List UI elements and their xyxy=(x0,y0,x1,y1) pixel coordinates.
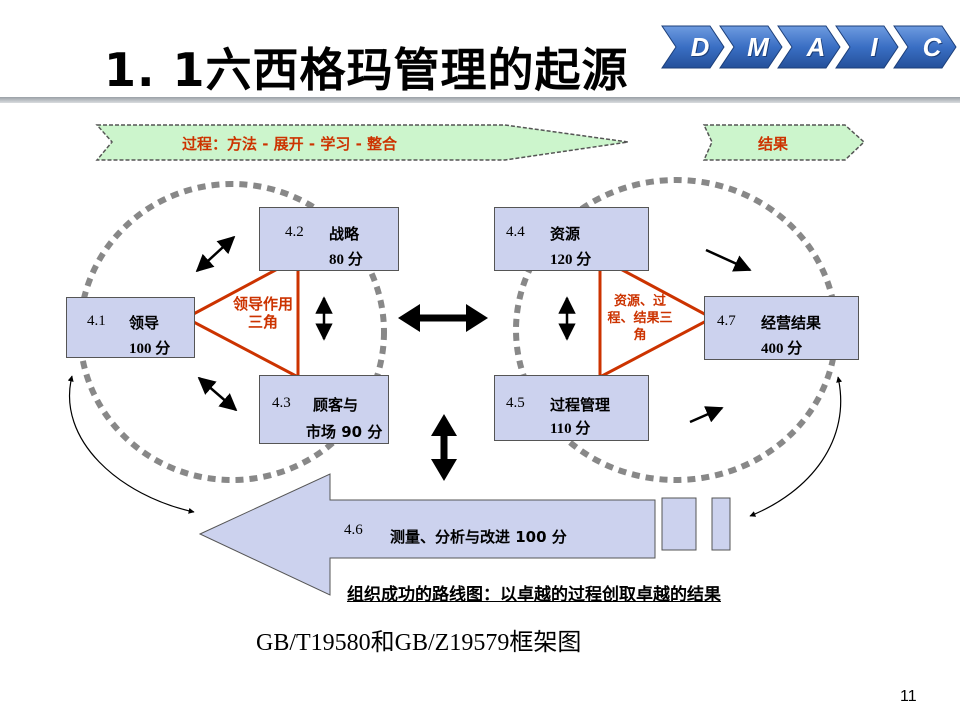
resources-label: 资源 xyxy=(550,225,581,243)
chevron-a xyxy=(777,25,841,69)
measurement-label: 测量、分析与改进 100 分 xyxy=(390,528,567,546)
strategy-score: 80 分 xyxy=(329,252,363,268)
chevron-d xyxy=(661,25,725,69)
small-box-1 xyxy=(661,497,697,551)
customer-label-line2: 市场 90 分 xyxy=(306,423,383,441)
results-triangle-label: 资源、过程、结果三角 xyxy=(607,294,673,343)
leadership-score: 100 分 xyxy=(129,341,171,357)
box-strategy: 4.2 战略 80 分 xyxy=(259,207,399,271)
leadership-number: 4.1 xyxy=(87,313,106,329)
dmaic-letter-a: A xyxy=(806,32,826,62)
small-box-2 xyxy=(711,497,731,551)
box-process-management: 4.5 过程管理 110 分 xyxy=(494,375,649,441)
arrowhead-center-right xyxy=(466,304,488,332)
arrow-process-results xyxy=(689,406,724,424)
dmaic-letter-m: M xyxy=(747,32,769,62)
arrow-leader-customer xyxy=(197,376,238,412)
customer-label: 顾客与 xyxy=(313,396,359,414)
resources-number: 4.4 xyxy=(506,224,525,240)
page-number: 11 xyxy=(900,688,917,705)
left-dashed-circle xyxy=(77,181,387,483)
results-number: 4.7 xyxy=(717,313,736,329)
dmaic-letter-c: C xyxy=(922,32,942,62)
result-banner xyxy=(702,124,866,161)
dmaic-letter-i: I xyxy=(870,32,878,62)
leadership-label: 领导 xyxy=(129,314,160,332)
measurement-arrow xyxy=(198,473,656,596)
page-title: 1. 1六西格玛管理的起源 xyxy=(104,43,629,97)
results-triangle xyxy=(598,255,716,380)
dmaic-chevrons xyxy=(661,25,957,69)
results-label: 经营结果 xyxy=(761,314,822,332)
chevron-m xyxy=(719,25,783,69)
measurement-number: 4.6 xyxy=(344,522,363,538)
results-score: 400 分 xyxy=(761,341,803,357)
customer-number: 4.3 xyxy=(272,395,291,411)
process-score: 110 分 xyxy=(550,421,591,437)
box-business-results: 4.7 经营结果 400 分 xyxy=(704,296,859,360)
arrowhead-center-up xyxy=(431,414,457,436)
strategy-number: 4.2 xyxy=(285,224,304,240)
chevron-c xyxy=(893,25,957,69)
resources-score: 120 分 xyxy=(550,252,592,268)
process-banner xyxy=(95,124,629,161)
box-customer-market: 4.3 顾客与 市场 90 分 xyxy=(259,375,389,444)
dmaic-letter-d: D xyxy=(690,32,710,62)
arrow-leader-strategy xyxy=(195,235,236,273)
box-resources: 4.4 资源 120 分 xyxy=(494,207,649,271)
roadmap-caption: 组织成功的路线图：以卓越的过程创取卓越的结果 xyxy=(347,585,721,605)
leadership-triangle xyxy=(182,255,300,380)
curve-arrow-left xyxy=(67,375,195,514)
process-number: 4.5 xyxy=(506,395,525,411)
process-banner-label: 过程：方法 - 展开 - 学习 - 整合 xyxy=(182,135,398,153)
header-divider xyxy=(0,97,960,103)
strategy-label: 战略 xyxy=(329,225,360,243)
arrowhead-center-down xyxy=(431,459,457,481)
result-banner-label: 结果 xyxy=(758,135,789,153)
process-label: 过程管理 xyxy=(550,396,611,414)
chevron-i xyxy=(835,25,899,69)
framework-subtitle: GB/T19580和GB/Z19579框架图 xyxy=(256,630,582,656)
dmaic-strip: D M A I C xyxy=(660,22,960,72)
leadership-triangle-label: 领导作用三角 xyxy=(232,295,293,331)
arrowhead-center-left xyxy=(398,304,420,332)
curve-arrow-right xyxy=(749,376,843,517)
box-leadership: 4.1 领导 100 分 xyxy=(66,297,195,358)
arrow-resources-results xyxy=(705,248,752,272)
